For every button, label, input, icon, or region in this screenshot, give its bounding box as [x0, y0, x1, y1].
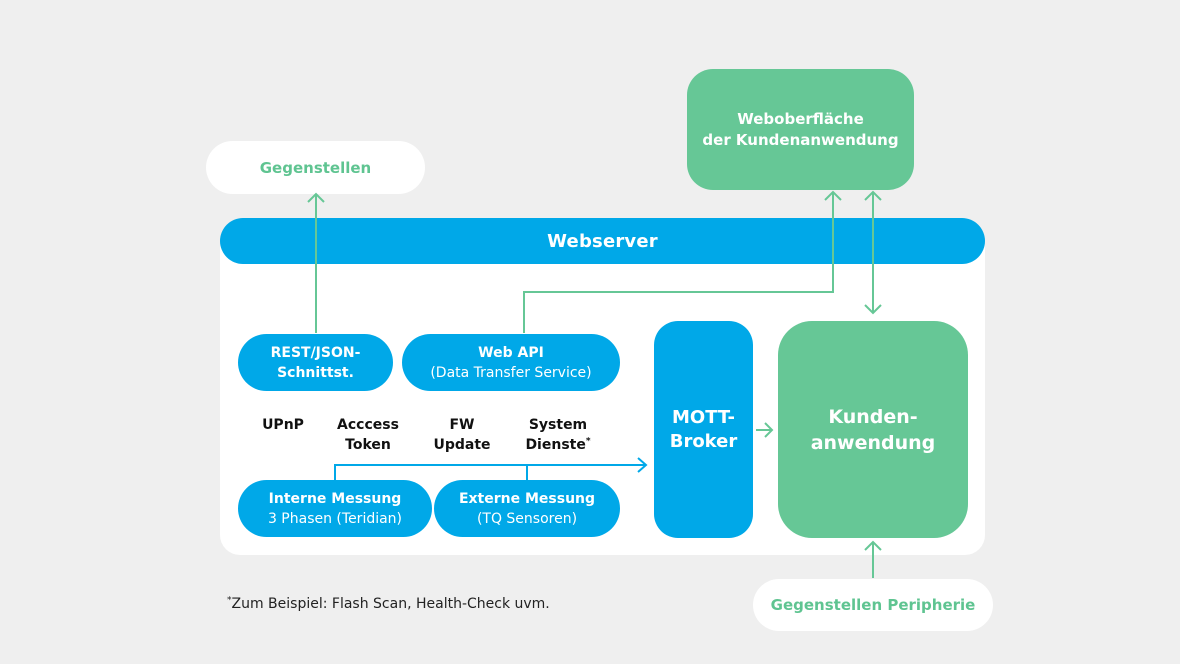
- service-system-line2-wrap: Dienste*: [518, 435, 598, 455]
- weboberflaeche-node: Weboberfläche der Kundenanwendung: [687, 69, 914, 190]
- webserver-title: Webserver: [547, 230, 658, 252]
- broker-line1: MOTT-: [671, 406, 735, 428]
- interne-messung-node: Interne Messung 3 Phasen (Teridian): [238, 480, 432, 537]
- gegenstellen-label: Gegenstellen: [259, 158, 372, 177]
- kundenanwendung-node: Kunden- anwendung: [778, 321, 968, 538]
- webserver-bar: Webserver: [220, 218, 985, 264]
- rest-line1: REST/JSON-: [270, 344, 361, 361]
- rest-json-node: REST/JSON- Schnittst.: [238, 334, 393, 391]
- connector-webapi-weboberflaeche: [523, 192, 834, 333]
- kunden-line2: anwendung: [810, 431, 936, 454]
- externe-line1: Externe Messung: [458, 490, 596, 507]
- service-access-line2: Token: [345, 437, 391, 453]
- interne-line2: 3 Phasen (Teridian): [267, 510, 403, 527]
- broker-line2: Broker: [669, 430, 738, 452]
- gegenstellen-node: Gegenstellen: [206, 141, 425, 194]
- service-fw-update: FW Update: [425, 415, 499, 455]
- gegenstellen-peripherie-label: Gegenstellen Peripherie: [770, 596, 976, 614]
- kunden-line1: Kunden-: [828, 405, 918, 428]
- arrowhead-weboberflaeche-1: [824, 190, 842, 201]
- connector-messung-broker: [334, 464, 646, 480]
- service-upnp-line1: UPnP: [262, 417, 304, 433]
- footnote-text: Zum Beispiel: Flash Scan, Health-Check u…: [231, 596, 550, 612]
- service-system-line2: Dienste: [525, 437, 586, 453]
- service-fw-line2: Update: [433, 437, 491, 453]
- arrowhead-kundenanwendung-top: [864, 304, 882, 315]
- weboberflaeche-line1: Weboberfläche: [737, 109, 864, 128]
- weboberflaeche-line2: der Kundenanwendung: [702, 130, 899, 149]
- service-access-token: Acccess Token: [328, 415, 408, 455]
- webapi-line1: Web API: [478, 344, 544, 361]
- service-fw-line1: FW: [449, 417, 475, 433]
- arrowhead-weboberflaeche-2: [864, 190, 882, 201]
- mott-broker-node: MOTT- Broker: [654, 321, 753, 538]
- interne-line1: Interne Messung: [268, 490, 402, 507]
- footnote: *Zum Beispiel: Flash Scan, Health-Check …: [227, 596, 550, 612]
- gegenstellen-peripherie-node: Gegenstellen Peripherie: [753, 579, 993, 631]
- arrowhead-kunden: [764, 422, 774, 438]
- footnote-marker-symbol: *: [227, 595, 232, 606]
- externe-messung-node: Externe Messung (TQ Sensoren): [434, 480, 620, 537]
- service-system-line1: System: [528, 417, 588, 433]
- arrowhead-gegenstellen: [307, 192, 325, 203]
- webapi-line2: (Data Transfer Service): [430, 364, 592, 381]
- rest-line2: Schnittst.: [277, 364, 354, 381]
- arrowhead-broker: [637, 457, 648, 473]
- arrowhead-kunden-bottom: [864, 540, 882, 551]
- service-system-dienste: System Dienste*: [518, 415, 598, 455]
- service-access-line1: Acccess: [337, 417, 399, 433]
- externe-line2: (TQ Sensoren): [476, 510, 578, 527]
- service-upnp: UPnP: [253, 415, 313, 435]
- web-api-node: Web API (Data Transfer Service): [402, 334, 620, 391]
- footnote-marker: *: [585, 436, 591, 447]
